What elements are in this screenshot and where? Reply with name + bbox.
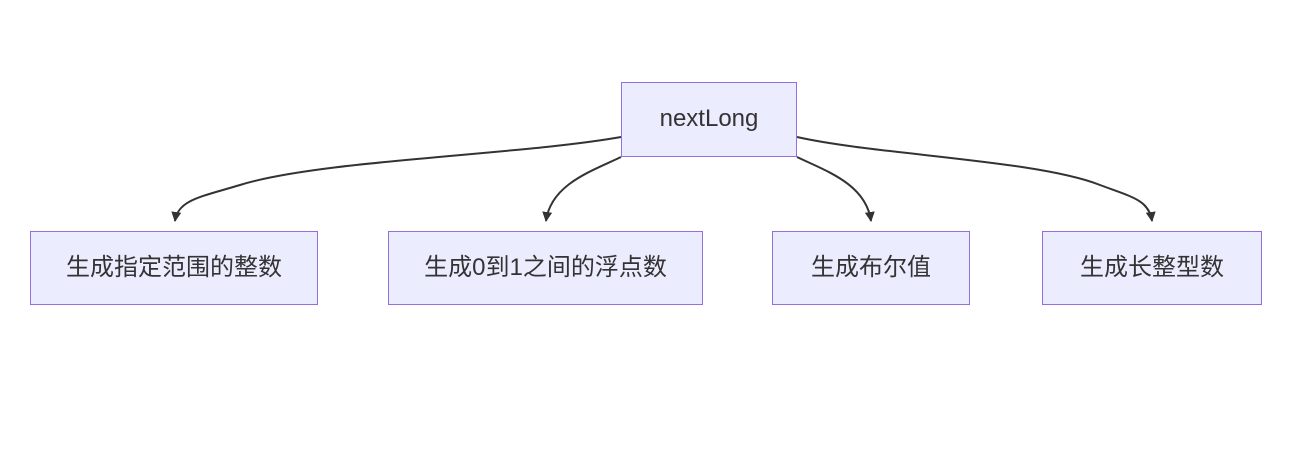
node-generate-ranged-integer: 生成指定范围的整数 — [30, 231, 318, 305]
node-nextlong: nextLong — [621, 82, 797, 157]
node-generate-boolean: 生成布尔值 — [772, 231, 970, 305]
node-generate-float-0-to-1-label: 生成0到1之间的浮点数 — [424, 253, 667, 281]
node-generate-long: 生成长整型数 — [1042, 231, 1262, 305]
node-generate-boolean-label: 生成布尔值 — [811, 253, 931, 281]
node-generate-long-label: 生成长整型数 — [1080, 253, 1224, 281]
edge-root-to-child-2 — [796, 156, 875, 222]
node-nextlong-label: nextLong — [659, 105, 759, 133]
edge-root-to-child-3 — [796, 136, 1156, 222]
node-generate-ranged-integer-label: 生成指定范围的整数 — [66, 253, 282, 281]
edge-root-to-child-0 — [171, 136, 622, 222]
edge-root-to-child-1 — [542, 156, 622, 222]
node-generate-float-0-to-1: 生成0到1之间的浮点数 — [388, 231, 703, 305]
